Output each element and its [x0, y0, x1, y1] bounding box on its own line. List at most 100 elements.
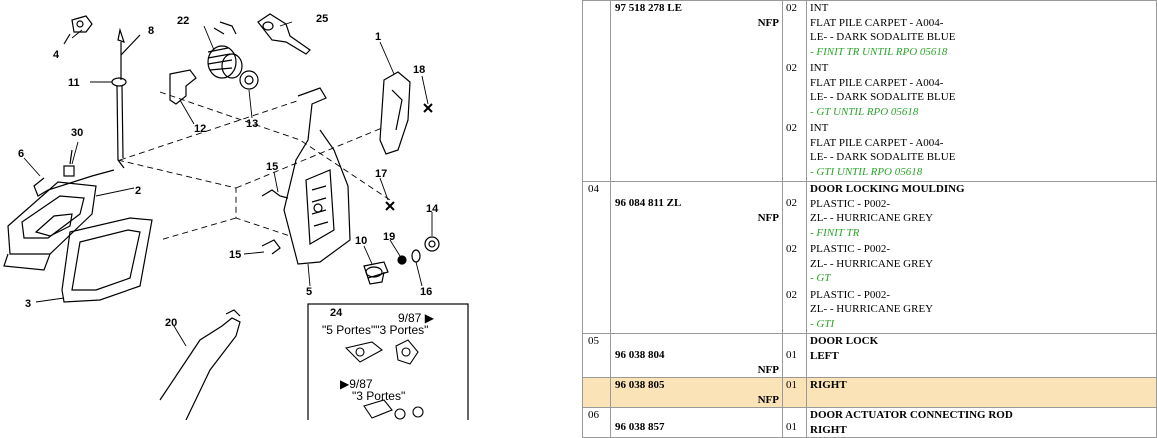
callout-20: 20 — [165, 317, 177, 329]
desc-line: INT — [810, 2, 829, 14]
part-side: RIGHT — [810, 379, 847, 391]
callout-6: 6 — [18, 148, 24, 160]
exploded-parts-diagram: 22 25 8 4 11 1 18 12 13 30 6 2 15 17 14 … — [0, 0, 470, 420]
callout-11: 11 — [68, 77, 80, 89]
desc-line: INT — [810, 62, 829, 74]
part-14-nut — [424, 236, 440, 252]
inset-date-bottom: ▶9/87 — [340, 377, 373, 391]
callout-19: 19 — [383, 231, 395, 243]
desc-line: FLAT PILE CARPET - A004- — [810, 16, 944, 29]
ref-cell — [582, 0, 611, 182]
description-cell: DOOR ACTUATOR CONNECTING ROD RIGHT — [806, 407, 1157, 438]
nfp-label: NFP — [757, 393, 779, 406]
part-22-cylinder — [207, 45, 237, 79]
desc-line: ZL- - HURRICANE GREY — [810, 212, 934, 224]
part-number[interactable]: 96 038 804 — [615, 349, 665, 361]
desc-line: PLASTIC - P002- — [810, 243, 891, 255]
ref-cell: 06 — [582, 407, 611, 438]
desc-line: PLASTIC - P002- — [810, 197, 891, 210]
ref-cell — [582, 377, 611, 408]
description-cell: INT FLAT PILE CARPET - A004- LE- - DARK … — [806, 0, 1157, 182]
part-number-cell: 96 038 857 — [610, 407, 783, 438]
part-number-cell: 96 084 811 ZL NFP — [610, 181, 783, 334]
desc-line: FLAT PILE CARPET - A004- — [810, 76, 944, 89]
part-16-washer — [411, 249, 421, 263]
ref-cell: 05 — [582, 333, 611, 378]
callout-15-lower: 15 — [229, 249, 241, 261]
variant-description: INT FLAT PILE CARPET - A004- LE- - DARK … — [810, 61, 1153, 119]
variant-description: INT FLAT PILE CARPET - A004- LE- - DARK … — [810, 121, 1153, 179]
variant-description: INT FLAT PILE CARPET - A004- LE- - DARK … — [810, 2, 1153, 60]
callout-16: 16 — [420, 286, 432, 298]
variant-description: PLASTIC - P002- ZL- - HURRICANE GREY - F… — [810, 197, 1153, 241]
nfp-label: NFP — [757, 16, 779, 29]
qty-value: 02 — [786, 243, 797, 255]
qty-cell: 02 02 02 — [782, 0, 807, 182]
inset-box: 24 9/87 ▶ "5 Portes""3 Portes" ▶9/87 "3 … — [307, 303, 469, 420]
callout-18: 18 — [413, 64, 425, 76]
part-19-dot — [397, 255, 407, 265]
parts-table: 97 518 278 LE NFP 02 02 02 INT FLAT PILE… — [582, 0, 1157, 438]
part-number[interactable]: 96 038 805 — [615, 379, 665, 391]
table-row[interactable]: 04 96 084 811 ZL NFP 02 02 02 DOOR LOCKI… — [582, 181, 1157, 334]
variant-condition: - FINIT TR UNTIL RPO 05618 — [810, 45, 948, 58]
part-title: DOOR LOCK — [810, 335, 879, 347]
variant-condition: - FINIT TR — [810, 226, 860, 239]
part-6-rod — [33, 169, 115, 197]
desc-line: INT — [810, 122, 829, 134]
callout-22: 22 — [177, 15, 189, 27]
part-title: DOOR ACTUATOR CONNECTING ROD — [810, 409, 1013, 421]
callout-10: 10 — [355, 235, 367, 247]
desc-line: PLASTIC - P002- — [810, 288, 891, 301]
qty-value: 01 — [786, 349, 797, 361]
variant-condition: - GTI UNTIL RPO 05618 — [810, 165, 923, 178]
part-1-handle — [379, 71, 411, 155]
part-side: RIGHT — [810, 423, 847, 436]
variant-condition: - GT UNTIL RPO 05618 — [810, 105, 919, 118]
parts-list: 97 518 278 LE NFP 02 02 02 INT FLAT PILE… — [582, 0, 1157, 438]
part-5-lock — [283, 87, 351, 265]
qty-cell: 01 — [782, 407, 807, 438]
callout-30: 30 — [71, 127, 83, 139]
qty-cell: 01 — [782, 377, 807, 408]
part-side: LEFT — [810, 349, 839, 362]
diagram-drawing: 22 25 8 4 11 1 18 12 13 30 6 2 15 17 14 … — [3, 13, 469, 420]
part-4-shape — [71, 15, 93, 33]
part-15-spring-upper — [261, 189, 289, 199]
desc-line: LE- - DARK SODALITE BLUE — [810, 151, 956, 163]
callout-5: 5 — [306, 286, 312, 298]
qty-cell: 01 — [782, 333, 807, 378]
qty-value: 01 — [786, 421, 797, 433]
nfp-label: NFP — [757, 211, 779, 224]
callout-12: 12 — [194, 123, 206, 135]
variant-condition: - GT — [810, 272, 831, 284]
part-20-tube — [159, 317, 241, 420]
callout-13: 13 — [246, 118, 258, 130]
callout-4: 4 — [53, 49, 60, 61]
part-number[interactable]: 97 518 278 LE — [615, 2, 682, 14]
qty-value: 02 — [786, 122, 797, 134]
part-25-key — [257, 13, 311, 55]
desc-line: LE- - DARK SODALITE BLUE — [810, 91, 956, 103]
part-number-cell: 96 038 804 NFP — [610, 333, 783, 378]
table-row[interactable]: 06 96 038 857 01 DOOR ACTUATOR CONNECTIN… — [582, 407, 1157, 438]
inset-date-top: 9/87 ▶ — [398, 311, 435, 325]
callout-3: 3 — [25, 298, 31, 310]
qty-value: 02 — [786, 62, 797, 74]
table-row[interactable]: 05 96 038 804 NFP 01 DOOR LOCK LEFT — [582, 333, 1157, 378]
nfp-label: NFP — [757, 363, 779, 376]
qty-value: 02 — [786, 197, 797, 209]
part-number[interactable]: 96 084 811 ZL — [615, 197, 682, 209]
part-13-washer — [239, 70, 259, 90]
variant-description: PLASTIC - P002- ZL- - HURRICANE GREY - G… — [810, 288, 1153, 332]
desc-line: ZL- - HURRICANE GREY — [810, 257, 934, 270]
table-row[interactable]: 97 518 278 LE NFP 02 02 02 INT FLAT PILE… — [582, 0, 1157, 182]
table-row-highlighted[interactable]: 96 038 805 NFP 01 RIGHT — [582, 377, 1157, 408]
callout-15-upper: 15 — [266, 161, 278, 173]
part-number[interactable]: 96 038 857 — [615, 421, 665, 433]
description-cell: RIGHT — [806, 377, 1157, 408]
part-number-cell: 97 518 278 LE NFP — [610, 0, 783, 182]
callout-8: 8 — [148, 25, 154, 37]
part-2-handle — [7, 181, 97, 255]
variant-description: PLASTIC - P002- ZL- - HURRICANE GREY - G… — [810, 242, 1153, 286]
